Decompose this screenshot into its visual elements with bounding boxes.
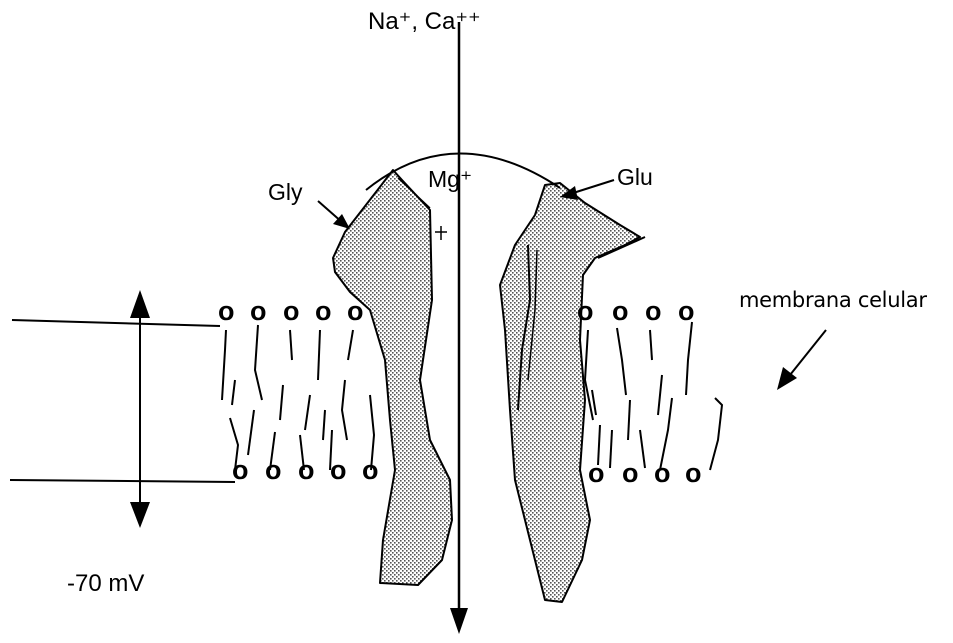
lipid-head: o (250, 298, 267, 325)
ion-flow-arrowhead (450, 608, 468, 634)
membrane-level-bottom (10, 480, 235, 482)
lipid-head: o (645, 298, 662, 325)
lipid-head: o (283, 298, 300, 325)
lipid-head: o (232, 457, 249, 484)
lipid-head: o (577, 298, 594, 325)
lipid-tails-left (222, 325, 374, 470)
lipid-head: o (678, 298, 695, 325)
lipid-head: o (315, 298, 332, 325)
lipid-tails-right (585, 322, 722, 470)
lipid-head: o (298, 457, 315, 484)
membrane-pointer-arrow (790, 330, 826, 375)
lipid-head: o (265, 457, 282, 484)
lipid-head: o (612, 298, 629, 325)
channel-subunit-left (333, 170, 452, 585)
voltage-arrowhead-down (130, 502, 150, 528)
lipid-head: o (347, 298, 364, 325)
magnesium-label: Mg⁺ (428, 168, 472, 191)
lipid-head: o (654, 460, 671, 487)
membrane-level-top (12, 320, 220, 326)
membrane-potential-label: -70 mV (67, 572, 144, 596)
membrane-label: membrana celular (739, 290, 927, 311)
lipid-head: o (685, 460, 702, 487)
glycine-label: Gly (268, 181, 303, 204)
ions-label: Na⁺, Ca⁺⁺ (368, 10, 481, 34)
glutamate-label: Glu (617, 166, 653, 189)
lipid-head: o (362, 457, 379, 484)
lipid-head: o (588, 460, 605, 487)
channel-subunit-right (500, 183, 640, 602)
glu-pointer-arrow (570, 180, 614, 194)
lipid-head: o (622, 460, 639, 487)
voltage-arrowhead-up (130, 290, 150, 318)
lipid-head: o (330, 457, 347, 484)
lipid-head: o (218, 298, 235, 325)
